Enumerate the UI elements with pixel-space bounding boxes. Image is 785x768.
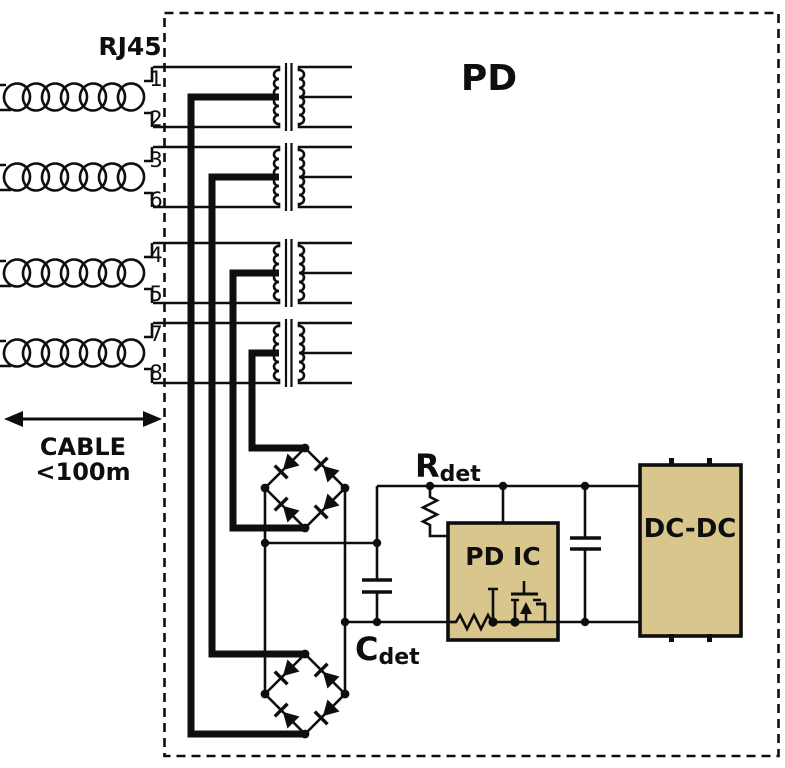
rdet-label-sub: det — [440, 462, 482, 487]
diode-bridge-1 — [261, 444, 350, 533]
pin-label-2: 2 — [149, 107, 162, 131]
twisted-pair-3 — [0, 241, 154, 305]
pin-label-6: 6 — [149, 188, 162, 212]
twisted-pair-1 — [0, 65, 154, 129]
current-source-lead — [488, 587, 498, 622]
twisted-pair-2 — [0, 145, 154, 209]
rdet-label-main: R — [415, 447, 440, 485]
arrowhead-left-icon — [4, 411, 23, 427]
feed-wire-pair1 — [187, 93, 305, 738]
pin-label-8: 8 — [149, 361, 162, 385]
power-feed-wires — [187, 93, 305, 738]
rj45-label: RJ45 — [98, 32, 161, 61]
arrowhead-right-icon — [143, 411, 162, 427]
pin-label-4: 4 — [149, 243, 162, 267]
cdet-label-main: C — [355, 630, 378, 668]
cable-label-line1: CABLE — [40, 433, 126, 461]
pin-label-1: 1 — [149, 67, 162, 91]
pin-labels: 1 2 3 6 4 5 7 8 — [149, 67, 162, 385]
dcdc-pin-stub — [669, 458, 674, 466]
rdet-label: Rdet — [415, 447, 481, 487]
twisted-pair-4 — [0, 321, 154, 385]
feed-wire-pair3 — [229, 269, 305, 532]
diode-bridge-2 — [261, 650, 350, 739]
cdet-capacitor — [362, 578, 392, 594]
dcdc-label: DC-DC — [644, 514, 737, 544]
dcdc-block — [638, 458, 743, 642]
rdet-resistor — [420, 486, 448, 538]
cable-length-arrow — [4, 411, 162, 427]
pd-ic-block — [446, 521, 560, 642]
pin-label-7: 7 — [149, 322, 162, 346]
junction-dots — [260, 481, 590, 627]
pin-label-3: 3 — [149, 148, 162, 172]
pd-ic-internals — [448, 581, 547, 632]
filter-capacitor — [570, 486, 601, 622]
pd-boundary-box — [163, 11, 780, 758]
cable-label-line2: <100m — [35, 458, 130, 486]
cdet-label: Cdet — [355, 630, 420, 670]
dcdc-pin-stub — [707, 634, 712, 642]
pd-ic-label: PD IC — [465, 542, 540, 571]
dcdc-pin-stub — [669, 634, 674, 642]
dc-wiring — [263, 484, 640, 694]
pd-title: PD — [461, 58, 517, 99]
dcdc-rect — [638, 463, 743, 638]
dcdc-pin-stub — [707, 458, 712, 466]
feed-wire-pair2 — [208, 173, 305, 658]
mosfet-icon — [511, 581, 547, 622]
pd-ic-rect — [446, 521, 560, 642]
cdet-label-sub: det — [378, 645, 420, 670]
feed-wire-pair4 — [248, 349, 305, 452]
pin-label-5: 5 — [149, 282, 162, 306]
